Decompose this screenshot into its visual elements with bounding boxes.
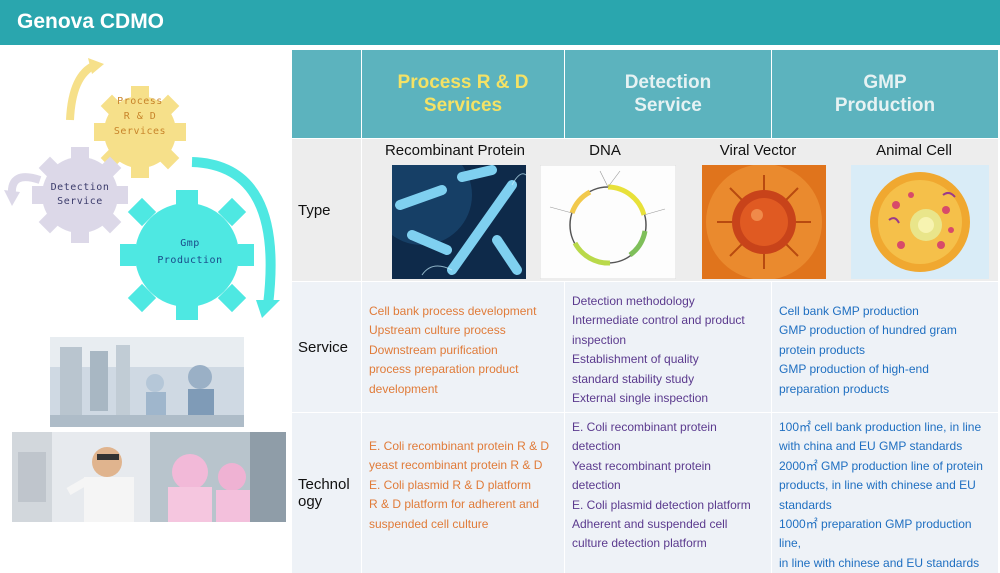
- arrow-process: [66, 61, 97, 121]
- service-gmp-cell: Cell bank GMP production GMP production …: [772, 282, 998, 413]
- service-process-cell: Cell bank process development Upstream c…: [362, 282, 565, 413]
- virus-image: [702, 164, 826, 280]
- gears-graphic: [4, 58, 280, 320]
- type-cell: Recombinant Protein: [362, 139, 998, 282]
- type-dna: DNA: [530, 139, 680, 284]
- type-viral-vector: Viral Vector: [683, 139, 833, 284]
- table-corner: [292, 50, 362, 139]
- page-title: Genova CDMO: [17, 10, 165, 33]
- technology-gmp-cell: 100㎡ cell bank production line, in line …: [772, 413, 998, 573]
- technology-process-cell: E. Coli recombinant protein R & D yeast …: [362, 413, 565, 573]
- gear-gmp-label: Gmp Production: [157, 238, 223, 266]
- service-detection-cell: Detection methodology Intermediate contr…: [565, 282, 772, 413]
- technology-detection-cell: E. Coli recombinant protein detection Ye…: [565, 413, 772, 573]
- gears-diagram: Process R & D Services Detection Service…: [0, 50, 290, 330]
- lab-photo-2: [12, 432, 152, 522]
- gear-process-label: Process R & D Services: [113, 96, 167, 137]
- gear-process: [94, 86, 186, 178]
- type-animal-cell: Animal Cell: [834, 139, 994, 284]
- animal-cell-image: [851, 165, 989, 279]
- row-label-service: Service: [292, 282, 362, 413]
- plasmid-map-image: [539, 164, 677, 280]
- gear-detection-label: Detection Service: [50, 182, 110, 207]
- header-bar: Genova CDMO: [0, 0, 1000, 45]
- lab-photo-3: [150, 432, 286, 522]
- bacteria-image: [372, 145, 527, 279]
- arrow-gmp: [191, 157, 276, 306]
- row-label-type: Type: [292, 139, 362, 282]
- type-recombinant-protein: Recombinant Protein: [372, 139, 530, 284]
- lab-photo-1: [50, 337, 244, 427]
